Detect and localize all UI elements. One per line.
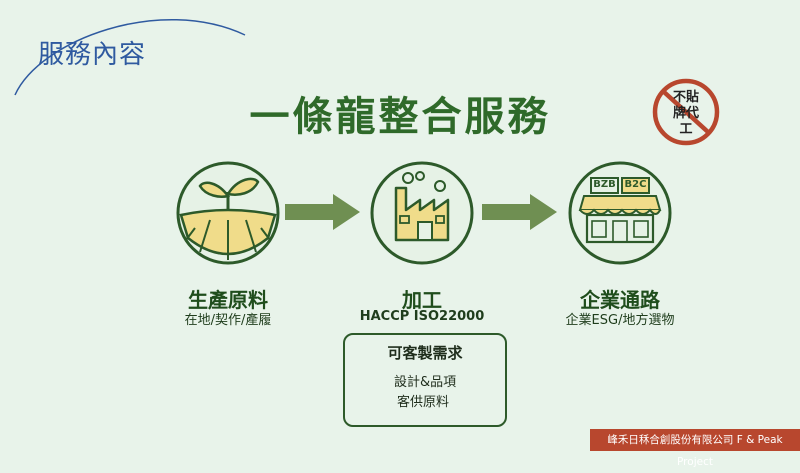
- stamp-label: 不貼 牌代 工: [657, 90, 715, 138]
- badge-bzb: BZB: [593, 179, 616, 190]
- badge-b2c: B2C: [624, 179, 647, 190]
- stamp-text: 不貼 牌代 工: [672, 90, 699, 137]
- step-subtitle-channels: 企業ESG/地方選物: [565, 313, 675, 328]
- page-title: 一條龍整合服務: [249, 94, 551, 140]
- sprout-field-icon: [176, 161, 280, 265]
- custom-item-design: 設計&品項: [394, 375, 457, 390]
- storefront-icon: [568, 161, 672, 265]
- step-subtitle-raw-materials: 在地/契作/產履: [184, 313, 272, 328]
- arrow-right-icon: [482, 194, 557, 230]
- step-title-raw-materials: 生產原料: [188, 288, 268, 312]
- factory-icon: [370, 161, 474, 265]
- arrow-right-icon: [285, 194, 360, 230]
- section-title: 服務內容: [38, 40, 147, 70]
- no-oem-stamp: [652, 78, 720, 146]
- step-subtitle-processing: HACCP ISO22000: [359, 309, 485, 324]
- customization-box: [343, 333, 507, 427]
- header-swoosh: [14, 19, 246, 96]
- customization-title: 可客製需求: [387, 344, 463, 362]
- step-title-processing: 加工: [402, 288, 442, 312]
- decorative-layer: [14, 19, 720, 407]
- custom-item-materials: 客供原料: [397, 395, 450, 410]
- footer-company: 峰禾日秝合創股份有限公司 F & Peak Project: [590, 429, 800, 468]
- step-title-channels: 企業通路: [580, 288, 660, 312]
